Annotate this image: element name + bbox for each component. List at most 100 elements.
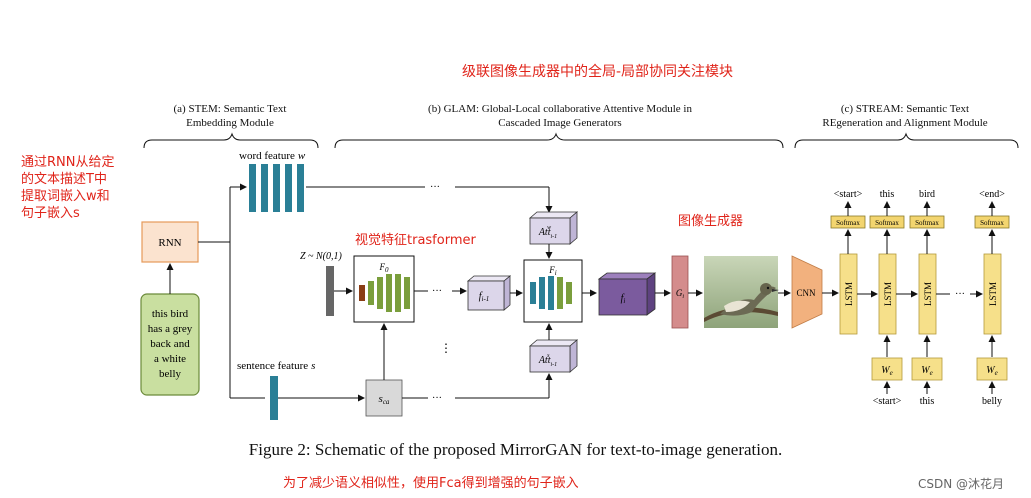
figure-caption: Figure 2: Schematic of the proposed Mirr…: [248, 440, 783, 459]
f0-green-bar: [386, 274, 392, 312]
lstm-dots: ···: [955, 289, 965, 300]
fi-label: Fi: [548, 265, 557, 277]
input-text-line: has a grey: [148, 323, 193, 335]
lstm-label: LSTM: [988, 282, 998, 306]
lstm-label: LSTM: [844, 282, 854, 306]
we-label: We: [986, 365, 997, 377]
section-stream-brace: [794, 132, 1019, 149]
rnn-annotation-line: 的文本描述T中: [21, 172, 107, 187]
softmax-label: Softmax: [980, 219, 1004, 227]
section-stem-line: (a) STEM: Semantic Text: [173, 103, 287, 115]
section-stream-line: REgeneration and Alignment Module: [822, 117, 988, 129]
rnn-annotation-line: 句子嵌入s: [21, 206, 80, 221]
word-feature-bar: [273, 164, 280, 212]
softmax-label: Softmax: [836, 219, 860, 227]
gi-label: Gi: [676, 288, 685, 300]
f0-brown-bar: [359, 285, 365, 301]
f0-green-bar: [395, 274, 401, 312]
rnn-annotation-line: 提取词嵌入w和: [21, 189, 110, 204]
fi-small-cube-top: [597, 272, 657, 280]
fi-teal-bar: [548, 276, 554, 310]
generated-bird-image: [704, 256, 779, 328]
word-flow-dots: ···: [430, 182, 440, 193]
attw-label: Atti-1w: [538, 225, 557, 240]
section-glam-line: (b) GLAM: Global-Local collaborative Att…: [428, 103, 692, 115]
word-feature-bar: [261, 164, 268, 212]
output-word: <end>: [979, 189, 1005, 200]
noise-label: Z ~ N(0,1): [300, 251, 342, 262]
rnn-annotation-line: 通过RNN从给定: [21, 155, 115, 170]
atts-cube-front: [529, 345, 571, 373]
fi-green-bar: [566, 282, 572, 304]
sca-box: [365, 379, 403, 417]
cnn-block: [791, 255, 823, 329]
fi-teal-bar: [539, 277, 545, 309]
fca-annotation: 为了减少语义相似性，使用Fca得到增强的句子嵌入: [283, 476, 579, 491]
f0-green-bar: [404, 277, 410, 309]
atts-cube-top: [528, 339, 579, 347]
we-box: [976, 357, 1008, 381]
section-stem-line: Embedding Module: [186, 117, 274, 129]
watermark: CSDN @沐花月: [918, 477, 1005, 491]
we-box: [911, 357, 943, 381]
atts-cube-side: [569, 339, 578, 373]
input-word: this: [920, 396, 935, 407]
image-generator-annotation: 图像生成器: [678, 214, 744, 229]
lstm-label: LSTM: [923, 282, 933, 306]
lstm-column-3: LSTM Softmax bird We this: [909, 189, 945, 407]
vertical-dots: ⋮: [440, 341, 452, 355]
noise-bar: [326, 266, 334, 316]
section-stem-title: (a) STEM: Semantic Text Embedding Module: [140, 102, 320, 130]
word-feature-bar: [297, 164, 304, 212]
f0-label: F0: [379, 262, 390, 274]
word-feature-bar: [285, 164, 292, 212]
top-annotation: 级联图像生成器中的全局-局部协同关注模块: [462, 64, 734, 80]
section-stream-title: (c) STREAM: Semantic Text REgeneration a…: [795, 102, 1015, 130]
softmax-label: Softmax: [875, 219, 899, 227]
fi-teal-bar: [530, 282, 536, 304]
gi-box: [671, 255, 689, 329]
word-feature-bar: [249, 164, 256, 212]
section-stem-brace: [143, 132, 319, 149]
softmax-label: Softmax: [915, 219, 939, 227]
sca-label: sca: [379, 393, 390, 406]
lstm-column-2: LSTM Softmax this We <start>: [869, 189, 905, 407]
fim1-label: fi-1: [479, 291, 490, 303]
fi-small-cube-front: [598, 278, 648, 316]
attw-cube-side: [569, 211, 578, 245]
f0-green-bar: [368, 281, 374, 305]
fi-small-cube-side: [646, 272, 656, 316]
fi-green-bar: [557, 277, 563, 309]
attw-cube-front: [529, 217, 571, 245]
input-text-line: this bird: [152, 308, 189, 320]
section-glam-brace: [334, 132, 784, 149]
rnn-label: RNN: [158, 237, 181, 249]
output-word: <start>: [834, 189, 863, 200]
input-word: <start>: [873, 396, 902, 407]
section-glam-title: (b) GLAM: Global-Local collaborative Att…: [360, 102, 760, 130]
f0-green-bar: [377, 277, 383, 309]
we-box: [871, 357, 903, 381]
section-stream-line: (c) STREAM: Semantic Text: [840, 103, 970, 115]
input-word: belly: [982, 396, 1002, 407]
fi-small-label: fi: [621, 293, 626, 305]
we-label: We: [881, 365, 892, 377]
cnn-label: CNN: [796, 288, 816, 298]
visual-transformer-annotation: 视觉特征trasformer: [355, 233, 476, 248]
output-word: bird: [919, 189, 935, 200]
input-text-line: belly: [159, 368, 181, 380]
attw-cube-top: [528, 211, 579, 219]
fim1-cube-side: [503, 275, 511, 311]
fim1-cube-front: [467, 280, 505, 311]
atts-label: Atti-1s: [538, 353, 557, 368]
sentence-feature-bar: [270, 376, 278, 420]
fim1-cube-top: [466, 275, 512, 282]
section-glam-line: Cascaded Image Generators: [498, 117, 622, 129]
lstm-column-1: LSTM Softmax <start>: [830, 189, 866, 335]
lstm-column-4: LSTM Softmax <end> We belly: [974, 189, 1010, 407]
we-label: We: [921, 365, 932, 377]
f0-flow-dots: ···: [432, 286, 442, 297]
